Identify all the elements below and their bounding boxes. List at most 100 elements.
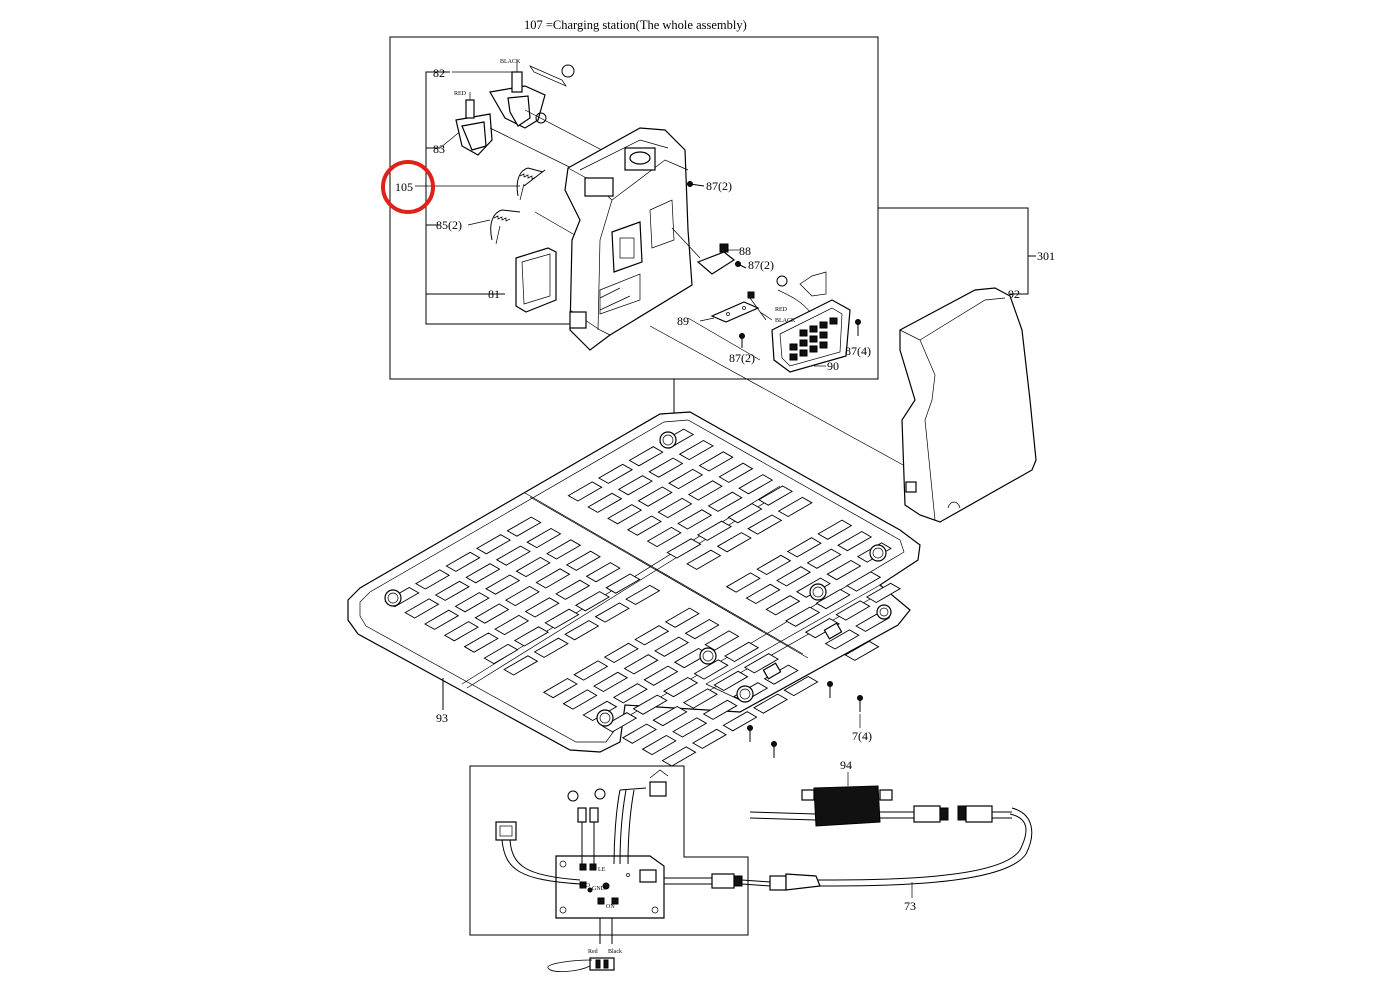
base-plate-slot — [691, 728, 728, 749]
base-plate-slot — [434, 580, 470, 601]
base-plate-slot — [573, 660, 609, 681]
base-plate-slot — [454, 592, 490, 613]
part-90-fan-grid — [759, 271, 851, 373]
base-plate-slot — [815, 588, 851, 610]
base-plate-slot — [625, 584, 661, 606]
base-plate-slot — [783, 675, 819, 697]
base-plate-slot — [414, 569, 451, 590]
base-plate-slot — [687, 480, 723, 501]
base-plate-slot — [835, 600, 871, 621]
base-plate-slot — [738, 474, 774, 495]
base-plate-slot — [672, 717, 708, 738]
base-plate-slot — [485, 574, 521, 595]
callout-88: 88 — [739, 244, 751, 258]
bracket-301 — [878, 207, 1036, 295]
base-plate-slot — [562, 689, 598, 710]
base-plate-slot — [443, 621, 479, 642]
base-plate-slot — [605, 573, 641, 594]
callout-81: 81 — [488, 287, 500, 301]
base-plate-slot — [503, 655, 539, 676]
callout-87-d: 87(4) — [845, 344, 871, 358]
base-plate-slot — [641, 734, 677, 756]
base-plate-slot — [713, 670, 749, 692]
base-plate-slot — [725, 572, 761, 593]
base-plate-slot — [593, 671, 629, 693]
base-plate-slot — [542, 677, 578, 699]
base-plate-slot — [758, 485, 794, 506]
base-plate-slot — [404, 598, 440, 619]
base-plate-slot — [648, 457, 684, 478]
base-plate-slot — [661, 746, 697, 767]
base-plate-slot — [652, 705, 688, 727]
base-plate-slot — [657, 497, 693, 519]
base-plate-slot — [564, 620, 600, 641]
base-plate-slot — [535, 568, 571, 589]
base-plate-slot — [495, 545, 531, 566]
base-plate-slot — [724, 641, 760, 663]
callout-301: 301 — [1037, 249, 1055, 263]
base-plate-slot — [632, 694, 668, 715]
base-plate-slot — [826, 559, 862, 581]
part-85-spring — [490, 209, 521, 245]
screw-87-c — [739, 333, 745, 348]
base-plate-slot — [817, 519, 853, 540]
base-plate-slot — [623, 654, 659, 675]
wire-label-black-bottom: Black — [608, 949, 622, 955]
base-plate-slot — [786, 537, 822, 558]
base-plate-slot — [707, 491, 743, 512]
base-plate-slot — [475, 534, 512, 555]
base-plate-slot — [824, 629, 860, 650]
base-plate-slot — [424, 609, 460, 630]
base-plate-slot — [677, 509, 713, 530]
base-plate-slot — [603, 642, 639, 664]
base-plate-slot — [621, 723, 658, 744]
base-plate-slot — [574, 591, 611, 612]
base-plate-slot — [504, 585, 540, 607]
base-plate-slot — [587, 492, 623, 513]
base-plate-slot — [716, 532, 752, 553]
part-82-terminal — [489, 60, 641, 171]
base-plate-slot — [654, 636, 690, 657]
base-plate-slot — [722, 711, 758, 732]
base-plate-slot — [544, 608, 580, 629]
base-plate-slot — [628, 446, 664, 467]
base-plate-slot — [806, 548, 842, 569]
base-plate-slot — [465, 563, 501, 584]
base-plate-slot — [463, 632, 499, 653]
base-plate-slot — [785, 606, 821, 627]
part-83-terminal — [455, 92, 601, 183]
base-plate-slot — [494, 614, 530, 636]
base-plate-slot — [474, 603, 510, 624]
base-plate-slot — [513, 626, 550, 647]
base-plate-slot — [693, 659, 729, 680]
base-plate-slot — [756, 554, 792, 576]
base-plate-slot — [777, 496, 813, 518]
base-plate-slot — [752, 693, 789, 714]
base-plate-slot — [565, 550, 601, 571]
control-board — [555, 855, 665, 919]
base-plate-slot — [607, 504, 643, 525]
wire-label-black-top: BLACK — [500, 59, 521, 65]
base-plate-slot — [804, 617, 841, 639]
base-plate-slot — [617, 475, 653, 496]
base-plate-slot — [865, 582, 902, 604]
part-92-cover — [899, 287, 1037, 523]
base-plate-slots — [384, 428, 902, 767]
base-plate-slot — [585, 562, 621, 583]
bottom-switch — [547, 957, 615, 972]
highlight-circle-105 — [381, 160, 435, 214]
base-plate-slot — [582, 700, 618, 722]
base-plate-slot — [765, 595, 801, 616]
part-105-spring — [516, 167, 546, 201]
base-plate-slot — [634, 625, 670, 646]
board-connectors — [495, 769, 743, 889]
base-plate-slot — [546, 539, 582, 560]
base-plate-slot — [678, 439, 714, 461]
callout-7: 7(4) — [852, 729, 872, 743]
base-plate-slot — [663, 676, 699, 698]
base-plate-slot — [718, 462, 754, 483]
base-plate-slot — [445, 551, 481, 572]
base-plate-slot — [646, 526, 682, 548]
part-88-connector — [671, 227, 740, 275]
base-plate-slot — [844, 640, 880, 661]
